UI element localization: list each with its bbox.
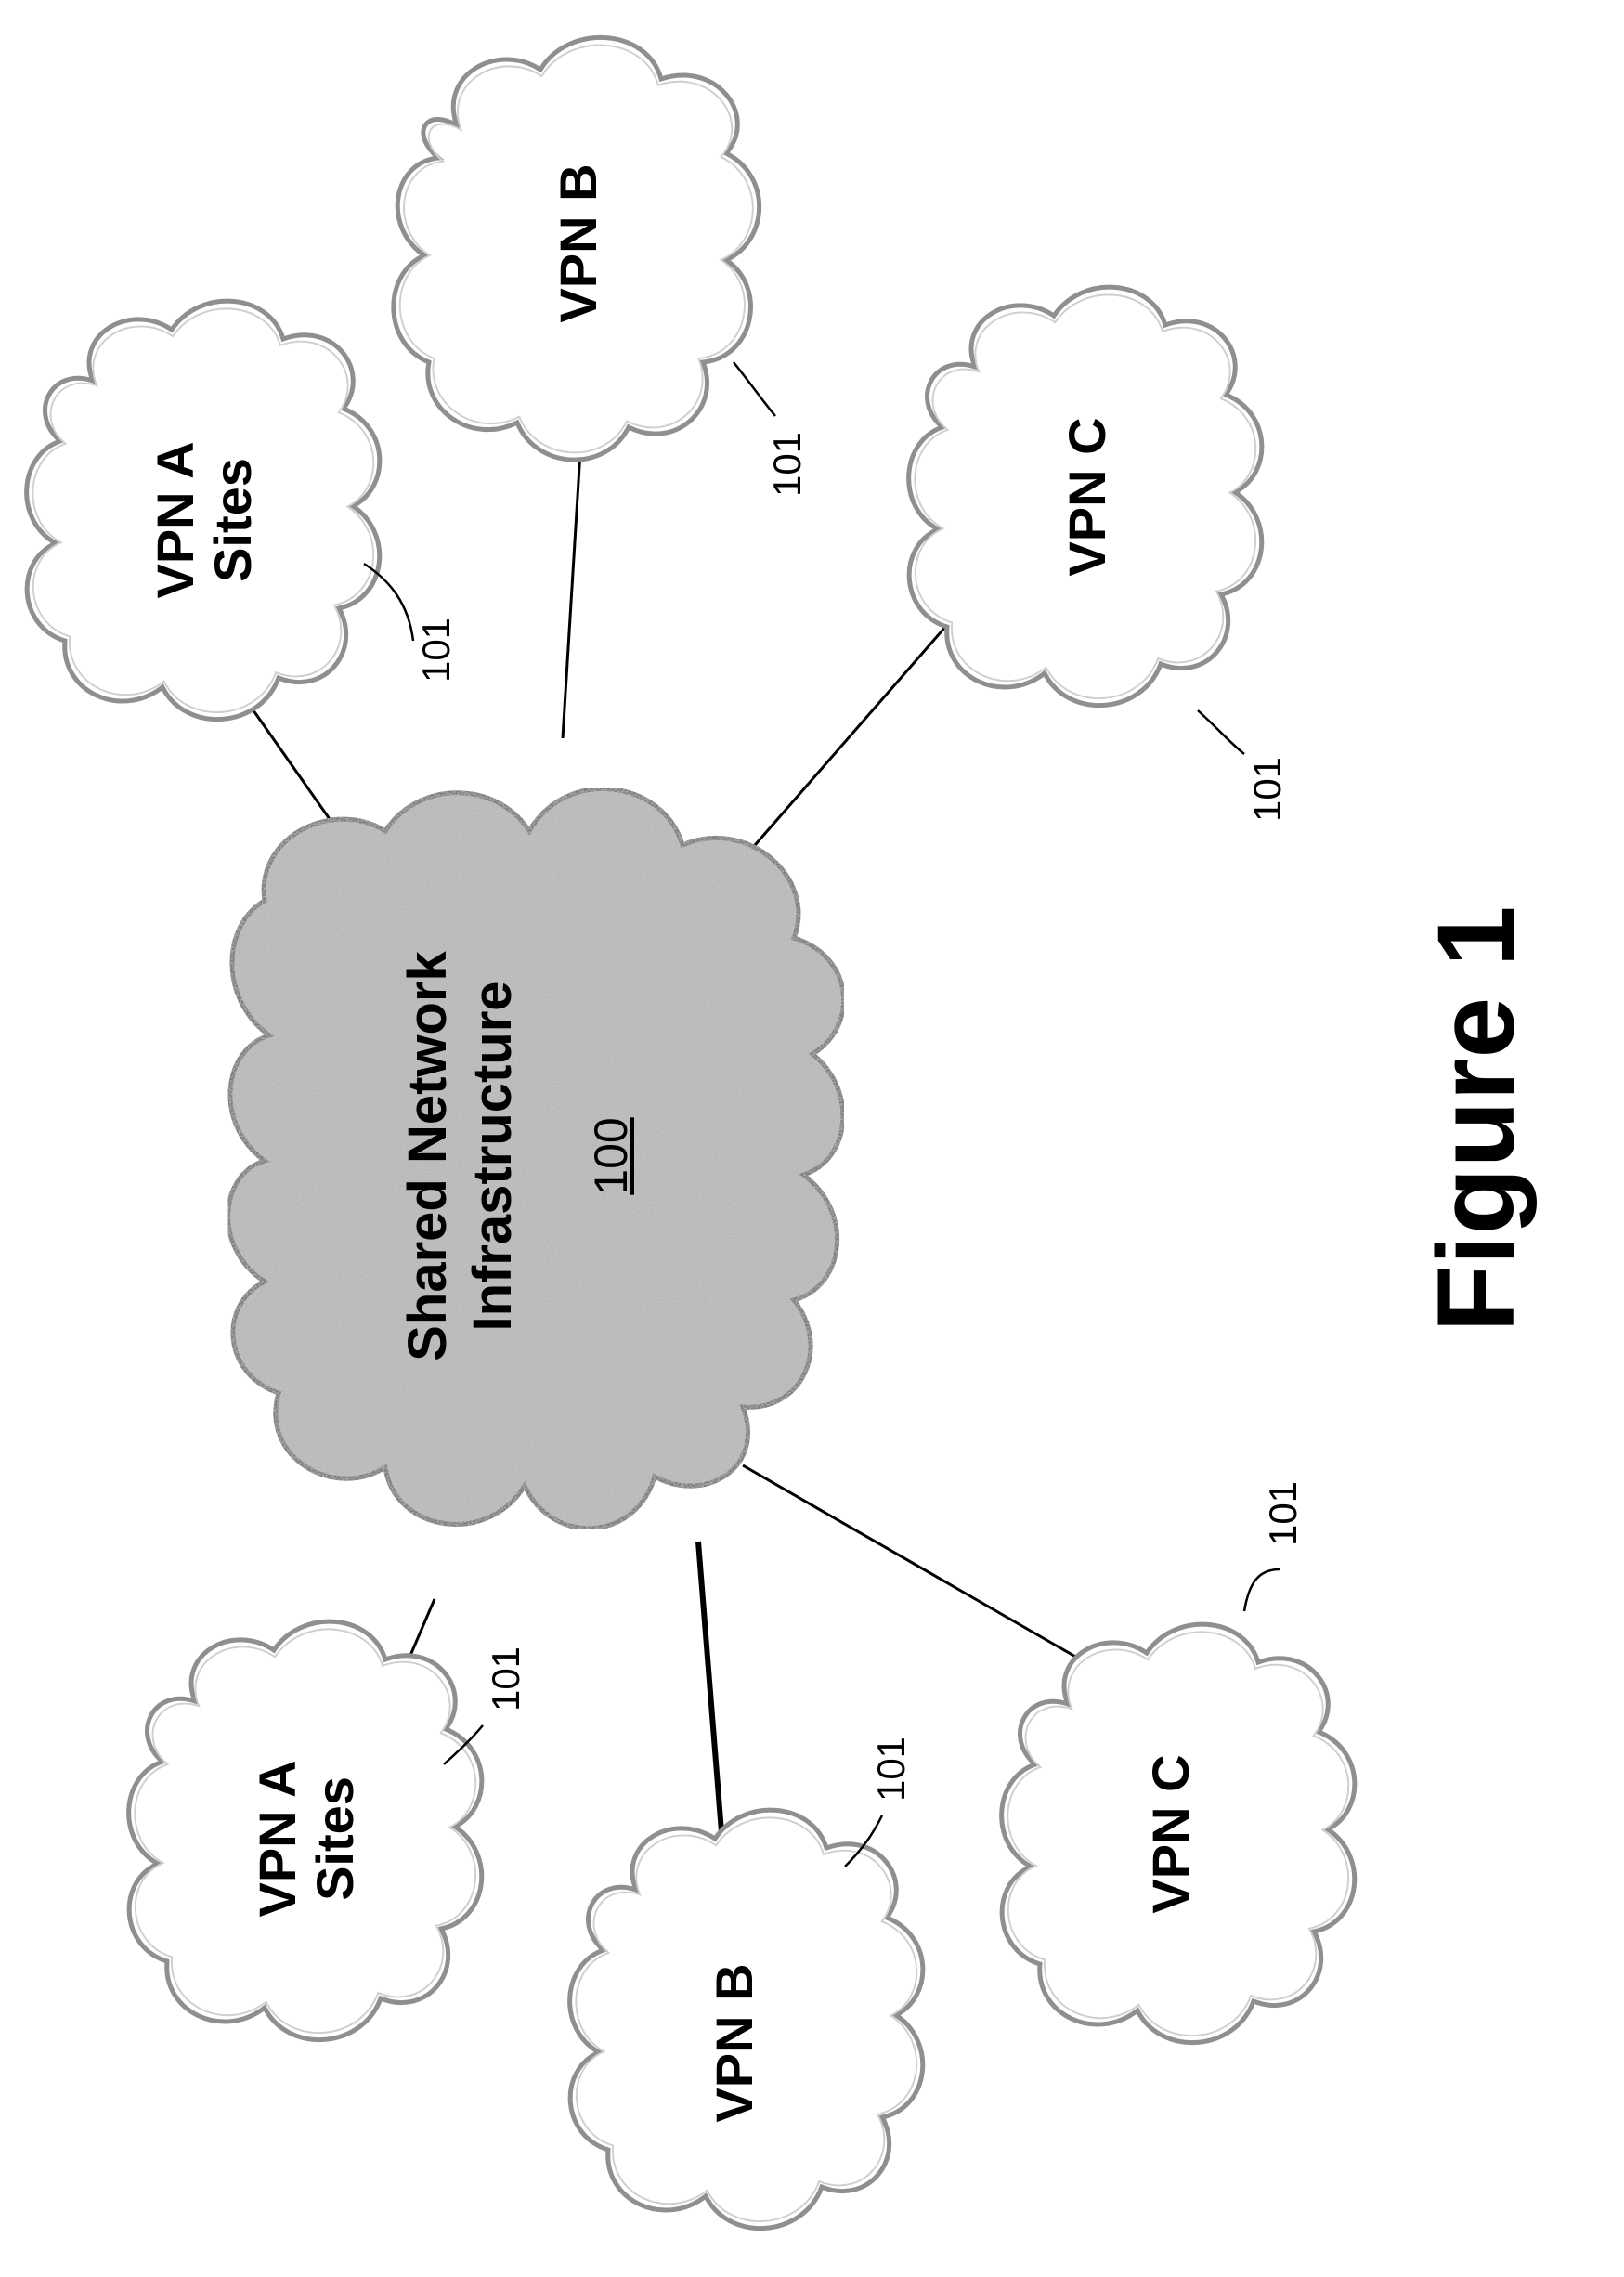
ref-101-vpn-a-top: 101 (414, 618, 458, 683)
site-label-line1: VPN B (705, 1963, 763, 2122)
ref-101-vpn-b-bottom: 101 (869, 1737, 913, 1802)
hub-label-line2: Infrastructure (462, 981, 523, 1331)
link-vpn-c-top (743, 604, 966, 859)
site-label-line1: VPN A (248, 1760, 306, 1917)
site-label-vpn-b-top: VPN B (549, 163, 607, 322)
figure-label: Figure 1 (1415, 906, 1538, 1333)
ref-number: 101 (414, 618, 458, 683)
site-label-line1: VPN A (146, 441, 204, 598)
ref-number: 101 (1245, 757, 1289, 822)
site-label-line2: Sites (305, 1776, 364, 1901)
site-label-vpn-c-bottom: VPN C (1141, 1754, 1200, 1913)
site-label-line1: VPN B (549, 163, 607, 322)
leader-vpn-c-bottom (1244, 1569, 1280, 1611)
leader-vpn-c-top (1198, 710, 1244, 754)
link-vpn-a-top (249, 704, 336, 828)
ref-number: 101 (1261, 1481, 1305, 1546)
site-label-line2: Sites (203, 458, 262, 582)
site-label-line1: VPN C (1141, 1754, 1200, 1913)
hub-label-line1: Shared Network (397, 950, 458, 1360)
site-label-vpn-b-bottom: VPN B (705, 1963, 763, 2122)
leader-vpn-b-top (734, 362, 775, 416)
site-label-line1: VPN C (1058, 417, 1116, 576)
link-vpn-b-top (563, 436, 581, 738)
shared-network-cloud (228, 788, 844, 1528)
site-label-vpn-a-bottom: VPN A Sites (248, 1760, 364, 1917)
ref-101-vpn-c-top: 101 (1245, 757, 1289, 822)
ref-number: 101 (765, 432, 809, 497)
link-vpn-c-bottom (743, 1465, 1077, 1658)
ref-101-vpn-b-top: 101 (765, 432, 809, 497)
hub-reference-number: 100 (585, 1117, 637, 1194)
ref-number: 101 (869, 1737, 913, 1802)
figure-caption: Figure 1 (1415, 906, 1538, 1333)
ref-101-vpn-a-bottom: 101 (484, 1646, 527, 1711)
ref-number: 101 (484, 1646, 527, 1711)
link-vpn-b-bottom (698, 1542, 724, 1867)
site-label-vpn-a-top: VPN A Sites (146, 441, 262, 598)
site-label-vpn-c-top: VPN C (1058, 417, 1116, 576)
ref-101-vpn-c-bottom: 101 (1261, 1481, 1305, 1546)
